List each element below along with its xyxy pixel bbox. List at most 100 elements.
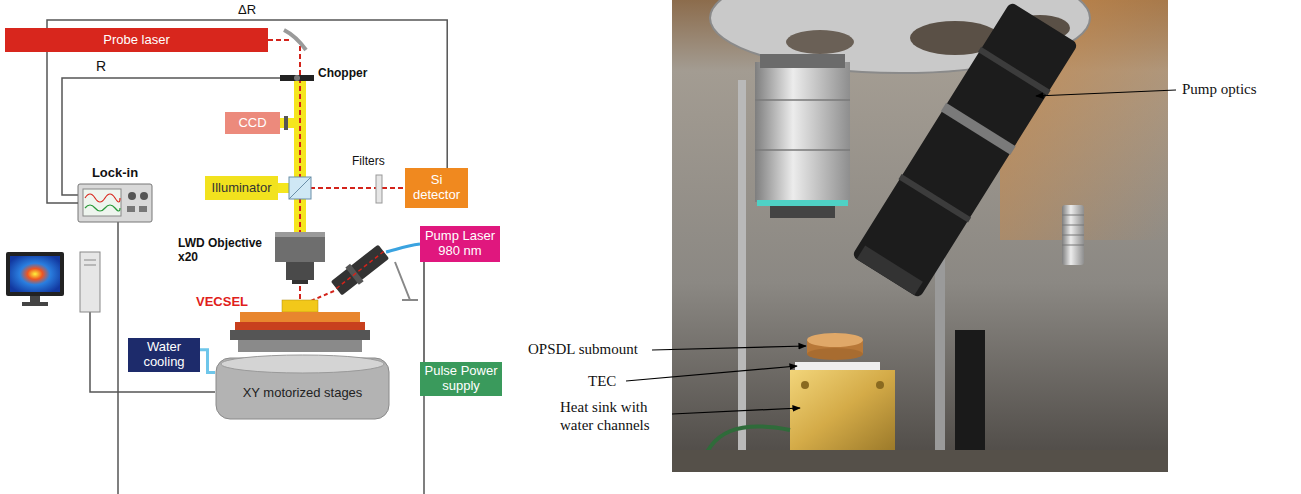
setup-photo: [1062, 215, 1084, 245]
setup-photo: [852, 2, 1079, 299]
edge-label: ΔR: [236, 3, 258, 18]
signal-wire: [90, 312, 215, 392]
setup-photo: [807, 333, 863, 347]
laser-box: Probe laser: [5, 28, 268, 52]
filter: [376, 175, 382, 203]
leader-line: [626, 366, 797, 381]
pump-optics: [306, 243, 420, 303]
setup-photo: [795, 362, 880, 370]
probe-beam: [310, 187, 405, 189]
imaging-beam: [278, 80, 306, 232]
computer-monitor: [22, 302, 48, 306]
cooling-pipe: [200, 350, 215, 373]
mirror: [284, 30, 306, 50]
detector-box: Si detector: [405, 168, 468, 208]
setup-photo: [770, 206, 835, 218]
leader-line: [652, 346, 806, 350]
node-text: Water cooling: [132, 340, 196, 370]
setup-photo: [876, 381, 884, 389]
beam-splitter: [289, 177, 311, 199]
setup-photo: [898, 174, 971, 223]
chopper: [294, 75, 300, 81]
signal-wire: [62, 78, 424, 494]
computer-tower: [80, 252, 100, 312]
cooling-box: Water cooling: [128, 338, 200, 372]
callout-label: OPSDL submount: [528, 340, 638, 358]
setup-photo: [672, 0, 1168, 472]
setup-photo: [738, 80, 746, 472]
objective-lens: [275, 232, 325, 284]
heat-spreader: [235, 322, 365, 330]
node-text: Si detector: [409, 173, 464, 203]
setup-photo: [941, 103, 1016, 155]
objective-lens: [275, 232, 325, 262]
computer-tower: [80, 252, 100, 312]
pump-optics: [330, 243, 391, 297]
callout-label: Pump optics: [1182, 80, 1257, 98]
part-name: VECSEL: [196, 294, 248, 310]
setup-photo: [790, 370, 895, 450]
setup-photo: [755, 62, 850, 202]
objective-lens: [275, 232, 325, 237]
lock-in-amplifier: [85, 194, 120, 202]
computer-tower: [84, 260, 96, 265]
signal-wire: [117, 222, 119, 494]
setup-photo: [801, 381, 809, 389]
node-text: Illuminator: [212, 181, 272, 196]
chopper: [280, 75, 314, 81]
lock-in-amplifier: [83, 189, 121, 216]
setup-photo: [851, 1, 1080, 299]
setup-photo: [755, 100, 850, 150]
node-text: Pulse Power supply: [424, 364, 498, 394]
setup-photo: [672, 450, 1168, 472]
callout-label: TEC: [588, 372, 616, 390]
pump-optics: [395, 262, 418, 300]
part-name: Chopper: [318, 66, 367, 80]
camera-box: CCD: [225, 112, 280, 134]
mirror: [284, 30, 306, 50]
heat-spreader: [240, 312, 360, 322]
power-supply-box: Pulse Power supply: [420, 362, 502, 396]
pump-optics: [336, 252, 383, 289]
setup-photo: [978, 47, 1051, 96]
beam-splitter: [289, 177, 311, 199]
power-wire: [423, 262, 425, 362]
leader-line: [1036, 90, 1176, 96]
stage-block: XY motorized stages: [215, 352, 390, 420]
lock-in-amplifier: [127, 206, 135, 212]
heat-spreader: [230, 330, 370, 340]
node-text: Pump Laser 980 nm: [424, 229, 496, 259]
leader-line: [626, 90, 1176, 414]
computer-monitor: [30, 296, 40, 302]
lock-in-amplifier: [85, 205, 120, 211]
filter: [376, 175, 382, 203]
part-name: Filters: [352, 154, 385, 168]
probe-beam: [268, 40, 405, 304]
node-text: XY motorized stages: [243, 386, 363, 401]
setup-photo: [760, 54, 845, 68]
node-text: Lock-in: [92, 166, 138, 181]
node-text: Probe laser: [103, 33, 169, 48]
setup-photo: [786, 30, 854, 54]
node-text: CCD: [238, 116, 266, 131]
probe-beam: [268, 39, 292, 41]
part-name: LWD Objective x20: [178, 236, 270, 265]
computer-monitor: [6, 252, 64, 306]
heat-spreader: [238, 340, 362, 352]
lock-in-unit: Lock-in: [78, 166, 152, 222]
signal-name: R: [96, 58, 106, 75]
objective-lens: [286, 262, 314, 280]
callout-label: Heat sink with water channels: [560, 398, 668, 434]
signal-wire: [423, 394, 425, 494]
setup-photo: [757, 200, 848, 206]
light-source-box: Illuminator: [205, 176, 278, 200]
heat-spreader: [230, 312, 370, 352]
setup-photo: [1062, 205, 1084, 265]
lock-in-amplifier: [78, 184, 152, 222]
stage-outline: [221, 355, 384, 373]
setup-photo: [857, 246, 923, 296]
vecsel-chip: [282, 300, 318, 312]
lock-in-amplifier: [78, 184, 152, 222]
leader-line: [672, 408, 800, 414]
